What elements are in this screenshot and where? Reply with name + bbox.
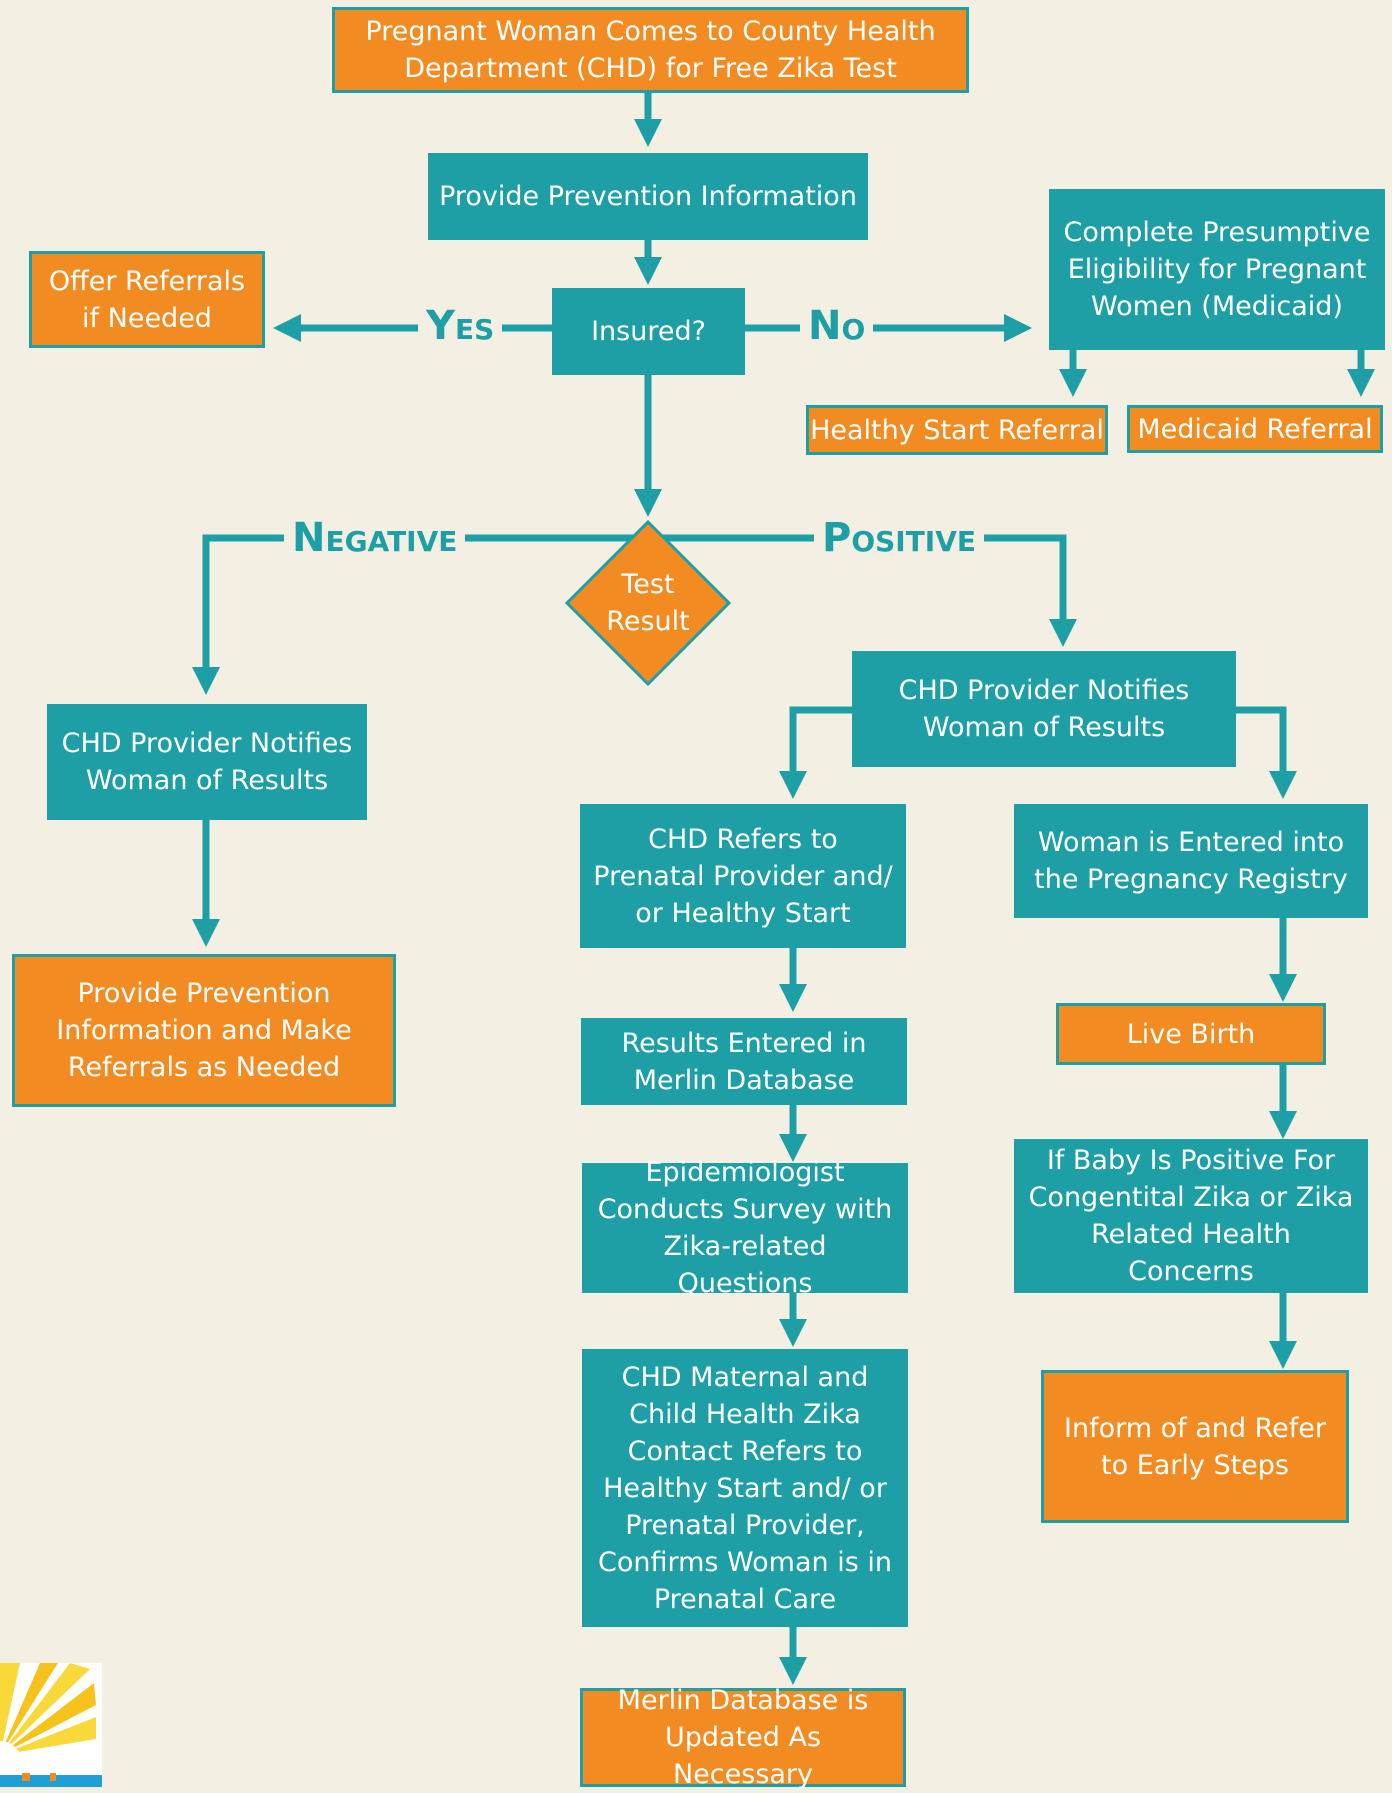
early-steps-node: Inform of and Refer to Early Steps [1041,1370,1349,1523]
negative-notify-node: CHD Provider Notifies Woman of Results [47,704,367,820]
test-result-label: Test Result [606,569,690,637]
baby-positive-node: If Baby Is Positive For Congentital Zika… [1014,1139,1368,1293]
start-node: Pregnant Woman Comes to County Health De… [332,7,969,93]
maternal-contact-node: CHD Maternal and Child Health Zika Conta… [582,1349,908,1627]
positive-label: Positive [814,516,985,560]
merlin-updated-node: Merlin Database is Updated As Necessary [580,1685,906,1790]
medicaid-referral-node: Medicaid Referral [1127,405,1383,453]
live-birth-node: Live Birth [1056,1003,1326,1065]
pregnancy-registry-node: Woman is Entered into the Pregnancy Regi… [1014,804,1368,918]
no-label: No [800,304,874,348]
negative-prevention-node: Provide Prevention Information and Make … [12,954,396,1107]
insured-decision: Insured? [552,288,745,375]
test-result-decision: Test Result [565,520,731,686]
negative-label: Negative [284,516,466,560]
healthy-start-referral-node: Healthy Start Referral [806,405,1108,455]
sun-logo [0,1663,102,1787]
merlin-entered-node: Results Entered in Merlin Database [581,1018,907,1105]
offer-referrals-node: Offer Referrals if Needed [29,251,265,348]
yes-label: Yes [418,304,503,348]
prevention-info-node: Provide Prevention Information [428,153,868,240]
positive-notify-node: CHD Provider Notifies Woman of Results [852,651,1236,767]
refers-prenatal-node: CHD Refers to Prenatal Provider and/ or … [580,804,906,948]
presumptive-eligibility-node: Complete Presumptive Eligibility for Pre… [1049,189,1385,350]
epidemiologist-node: Epidemiologist Conducts Survey with Zika… [582,1157,908,1299]
